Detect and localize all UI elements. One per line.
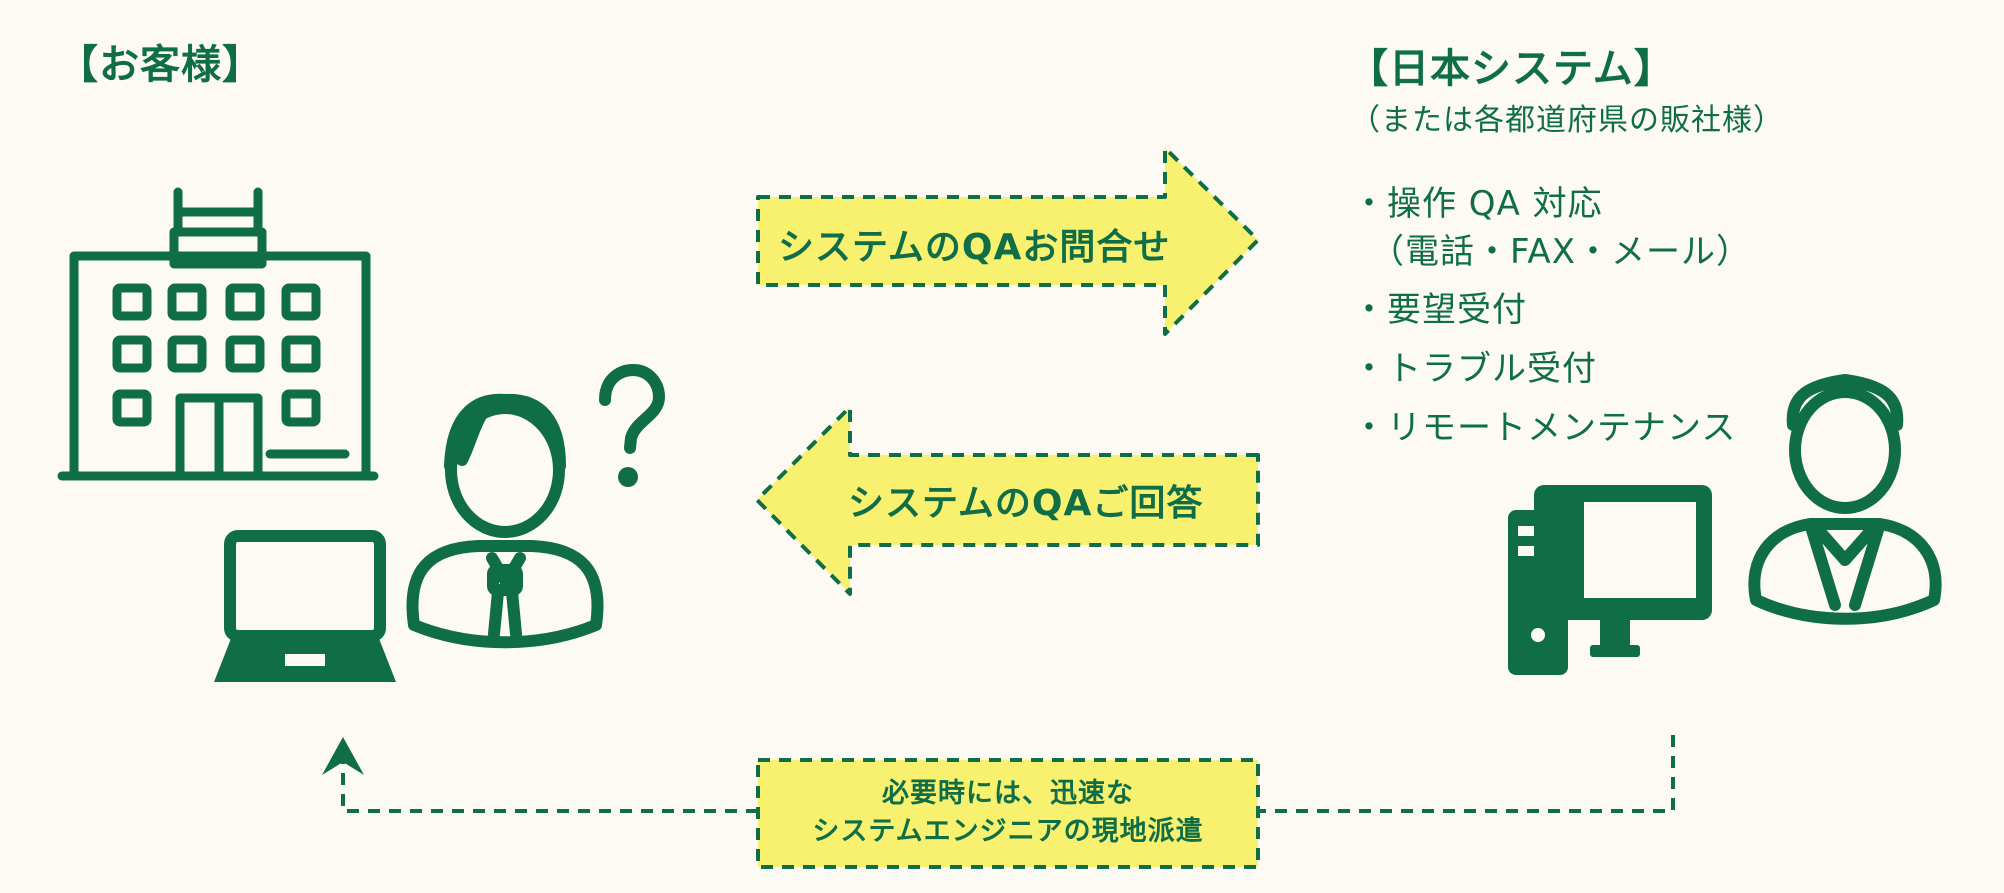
hotel-building-icon [57, 187, 379, 481]
inquiry-arrow [756, 146, 1260, 336]
service-item-trouble: ・トラブル受付 [1352, 349, 1597, 389]
vendor-subheading: （または各都道府県の販社様） [1350, 103, 1784, 138]
confused-person-icon [406, 393, 604, 649]
service-item-remote-maintenance: ・リモートメンテナンス [1352, 408, 1737, 448]
inquiry-arrow-label: システムのQAお問合せ [778, 227, 1171, 268]
dispatch-note-line1: 必要時には、迅速な [882, 778, 1134, 809]
support-person-icon [1748, 374, 1942, 625]
question-mark-icon [599, 363, 666, 487]
dispatch-path [341, 735, 1675, 813]
answer-arrow [755, 405, 1260, 596]
dispatch-arrowhead [322, 737, 364, 775]
customer-heading: 【お客様】 [58, 42, 263, 88]
dispatch-note-box [756, 758, 1260, 869]
vendor-heading: 【日本システム】 [1348, 46, 1675, 92]
laptop-icon [214, 530, 396, 682]
desktop-computer-icon [1508, 485, 1712, 675]
answer-arrow-label: システムのQAご回答 [848, 483, 1204, 524]
dispatch-note: 必要時には、迅速な システムエンジニアの現地派遣 [758, 775, 1258, 851]
service-item-qa-channels: （電話・FAX・メール） [1370, 232, 1751, 272]
service-item-qa: ・操作 QA 対応 [1352, 184, 1603, 224]
dispatch-note-line2: システムエンジニアの現地派遣 [812, 816, 1204, 847]
service-item-requests: ・要望受付 [1352, 290, 1527, 330]
